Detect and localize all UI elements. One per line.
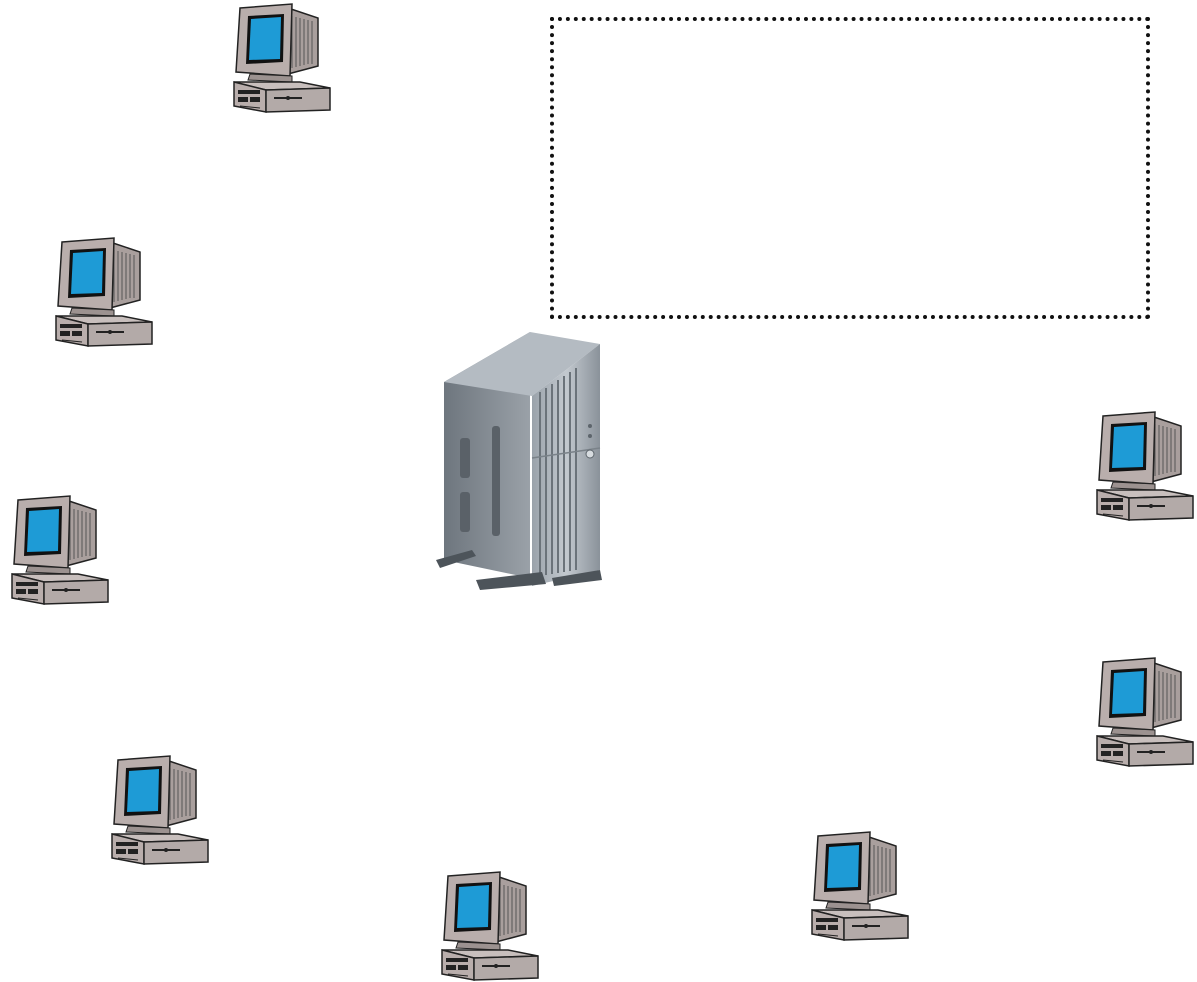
server-tower-icon (432, 330, 604, 592)
dotted-placeholder-box (550, 17, 1150, 319)
desktop-computer-icon (438, 870, 542, 982)
desktop-computer-icon (1093, 410, 1197, 522)
desktop-computer-icon (52, 236, 156, 348)
desktop-computer-icon (108, 754, 212, 866)
desktop-computer-icon (230, 2, 334, 114)
desktop-computer-icon (8, 494, 112, 606)
desktop-computer-icon (1093, 656, 1197, 768)
desktop-computer-icon (808, 830, 912, 942)
